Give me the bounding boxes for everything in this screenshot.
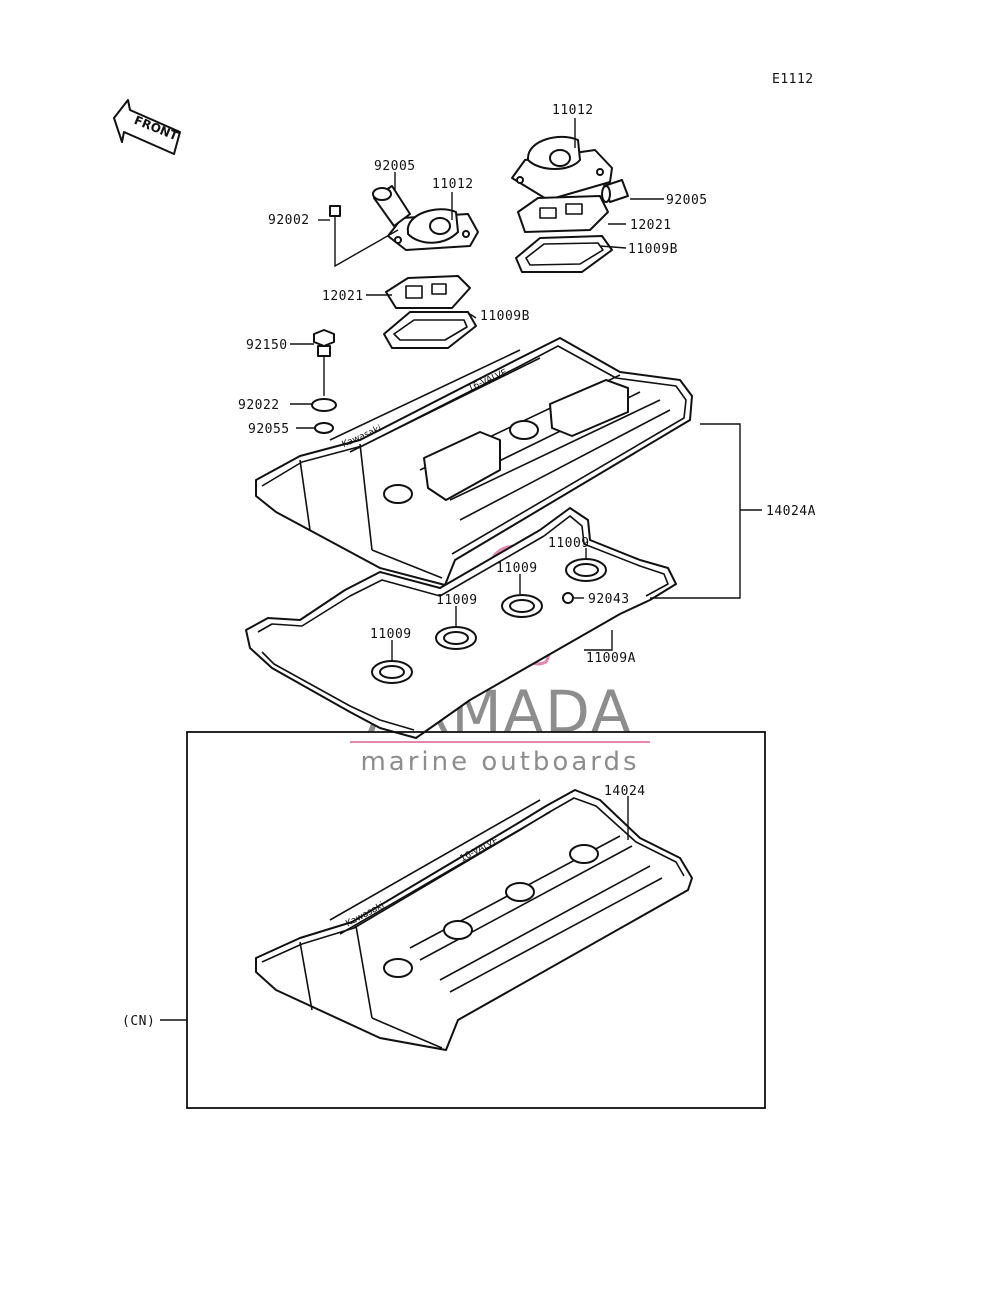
- callout-11009-b: 11009: [496, 561, 538, 576]
- bolt-92002: [329, 205, 341, 232]
- callout-92022: 92022: [238, 398, 280, 413]
- bolt-92150: [313, 329, 335, 396]
- callout-14024: 14024: [604, 784, 646, 799]
- diagram-code: E1112: [772, 72, 814, 87]
- breather-cover-left: [387, 208, 479, 251]
- seal-11009-c: [435, 626, 477, 650]
- grommet-92043: [562, 592, 574, 604]
- seal-11009-b: [501, 594, 543, 618]
- gasket-11009B-right: [515, 235, 613, 273]
- front-arrow-icon: FRONT: [113, 99, 181, 155]
- gasket-11009B-left: [383, 311, 477, 349]
- callout-92043: 92043: [588, 592, 630, 607]
- callout-12021-right: 12021: [630, 218, 672, 233]
- reed-valve-12021-right: [517, 195, 609, 233]
- callout-11012-right: 11012: [552, 103, 594, 118]
- callout-14024A: 14024A: [766, 504, 816, 519]
- callout-92150: 92150: [246, 338, 288, 353]
- cn-assembly-frame: [186, 731, 766, 1109]
- plug-92005-left: [372, 185, 411, 227]
- callout-11009B-right: 11009B: [628, 242, 678, 257]
- callout-cn: (CN): [122, 1014, 155, 1029]
- seal-11009-a: [565, 558, 607, 582]
- seal-11009-d: [371, 660, 413, 684]
- callout-11009B-left: 11009B: [480, 309, 530, 324]
- callout-11009-a: 11009: [548, 536, 590, 551]
- watermark-tagline: marine outboards: [360, 747, 639, 777]
- callout-12021-left: 12021: [322, 289, 364, 304]
- plug-92005-right: [601, 179, 629, 203]
- head-cover-14024A: Kawasaki 16-VALVE: [255, 337, 693, 586]
- callout-11009-c: 11009: [436, 593, 478, 608]
- reed-valve-12021-left: [385, 275, 471, 309]
- callout-11009-d: 11009: [370, 627, 412, 642]
- head-cover-14024: Kawasaki 16-VALVE: [255, 789, 693, 1051]
- leader-lines: [160, 118, 762, 1021]
- callout-92005-right: 92005: [666, 193, 708, 208]
- washer-92022: [311, 398, 337, 412]
- callout-11012-left: 11012: [432, 177, 474, 192]
- callout-92055: 92055: [248, 422, 290, 437]
- grommet-92055: [314, 422, 334, 434]
- breather-cover-right: [511, 135, 613, 201]
- callout-92005-left: 92005: [374, 159, 416, 174]
- callout-11009A: 11009A: [586, 651, 636, 666]
- callout-92002: 92002: [268, 213, 310, 228]
